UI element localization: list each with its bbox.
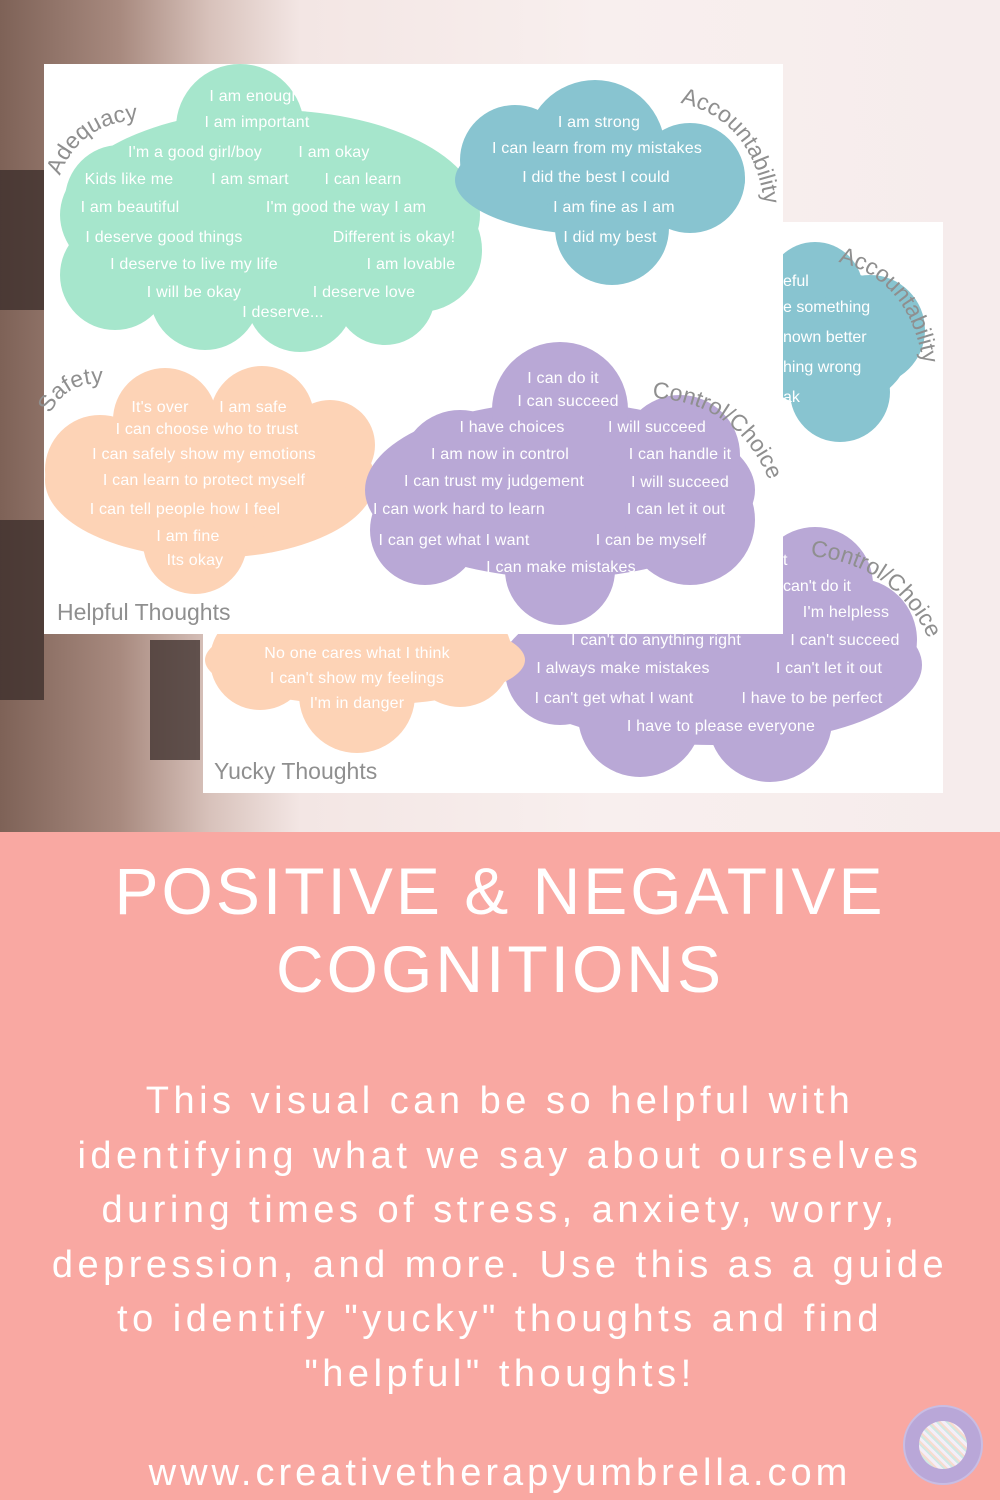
thought-line: I am fine [156,528,220,545]
description-line: to identify "yucky" thoughts and find [117,1298,883,1340]
thought-line: I can learn from my mistakes [491,140,703,157]
thought-line: I can be myself [595,532,707,549]
thought-line: I am enough [209,88,301,105]
umbrella-icon [919,1421,967,1469]
thought-line: I am now in control [430,446,570,463]
info-panel: POSITIVE & NEGATIVE COGNITIONS This visu… [0,832,1000,1500]
thought-line: Its okay [166,552,224,569]
thought-line: I deserve... [242,304,324,321]
description-line: identifying what we say about ourselves [77,1134,923,1177]
description-line: depression, and more. Use this as a guid… [51,1243,949,1286]
thought-line: I deserve good things [85,229,243,246]
thought-line: I always make mistakes [536,660,710,677]
thought-line: No one cares what I think [264,645,450,662]
thought-line: I'm in danger [309,695,405,712]
building-window [150,640,200,760]
thought-line: I am strong [557,114,641,131]
thought-line: I can't let it out [775,660,883,677]
thought-line: I will succeed [631,474,729,491]
thought-line: I can do it [527,370,599,387]
thought-line: I can work hard to learn [373,501,545,518]
thought-line: eful [783,273,809,290]
description-line: "helpful" thoughts! [304,1352,696,1395]
title-line: COGNITIONS [275,932,724,1006]
description: This visual can be so helpful with ident… [0,1074,1000,1401]
thought-line: I am safe [219,399,287,416]
thought-line: I can succeed [517,393,619,410]
thought-line: It's over [131,399,189,416]
thought-line: I'm a good girl/boy [127,144,263,161]
thought-line: I can choose who to trust [115,421,299,438]
creative-therapy-umbrella-logo [903,1405,983,1485]
thought-line: I deserve love [312,284,416,301]
thought-line: I can't do anything right [571,632,741,649]
thought-line: can't do it [783,578,851,595]
thought-line: I will be okay [146,284,242,301]
thought-line: ak [783,389,800,406]
thought-line: I have choices [459,419,565,436]
thought-line: I will succeed [608,419,706,436]
thought-line: I can learn to protect myself [102,472,306,489]
thought-line: I deserve to live my life [110,256,278,273]
thought-line: I can learn [324,171,402,188]
thought-line: I am beautiful [80,199,180,216]
thought-line: I can get what I want [378,532,530,549]
building-window [0,170,45,310]
thought-line: Different is okay! [332,229,456,246]
thought-line: I am okay [298,144,370,161]
thought-line: I can't get what I want [534,690,694,707]
description-line: during times of stress, anxiety, worry, [101,1189,899,1231]
thought-line: I can handle it [628,446,732,463]
thought-line: I did my best [563,229,657,246]
thought-line: hing wrong [783,359,862,376]
thought-line: I am lovable [366,256,456,273]
thought-line: t [783,552,788,569]
thought-line: e something [783,299,871,316]
thought-line: I can't show my feelings [269,670,445,687]
building-window [0,520,44,700]
thought-line: I have to be perfect [741,690,883,707]
thought-line: nown better [783,329,867,346]
helpful-thoughts-heading: Helpful Thoughts [57,599,231,625]
title-line: POSITIVE & NEGATIVE [114,854,886,928]
thought-line: I have to please everyone [626,718,816,735]
thought-line: I'm good the way I am [265,199,427,216]
description-line: This visual can be so helpful with [145,1080,855,1122]
thought-line: I can tell people how I feel [89,501,281,518]
thought-line: I did the best I could [522,169,670,186]
page-title: POSITIVE & NEGATIVE COGNITIONS [0,852,1000,1008]
thought-line: I can't succeed [790,632,900,649]
thought-line: I am important [204,114,310,131]
website-link[interactable]: www.creativetherapyumbrella.com [148,1452,852,1494]
thought-line: I am fine as I am [553,199,675,216]
thought-line: I'm helpless [802,604,890,621]
thought-line: I am smart [211,171,289,188]
thought-line: Kids like me [84,171,174,188]
thought-line: I can make mistakes [486,559,636,576]
thought-line: I can let it out [626,501,726,518]
thought-line: I can safely show my emotions [92,446,316,463]
yucky-thoughts-heading: Yucky Thoughts [214,758,378,784]
thought-line: I can trust my judgement [404,473,584,490]
